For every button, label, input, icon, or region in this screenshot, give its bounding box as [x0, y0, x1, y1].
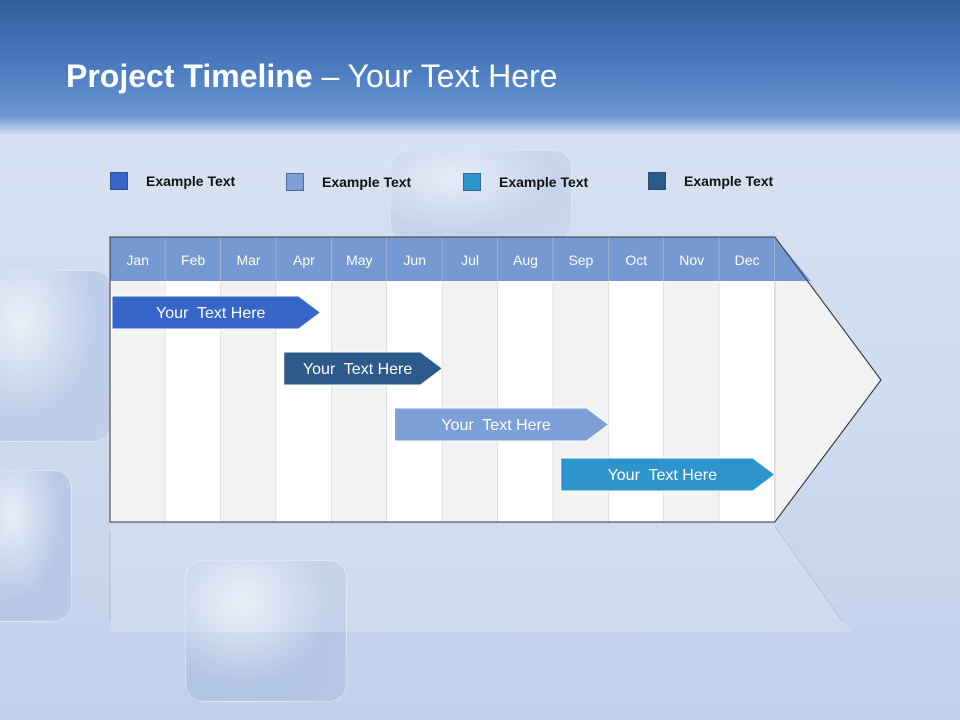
month-header-cell: [110, 237, 166, 281]
legend-swatch: [110, 172, 128, 190]
ice-cube-decoration: [0, 270, 112, 442]
legend-item: Example Text: [463, 172, 588, 192]
month-header-cell: [442, 237, 498, 281]
month-label: Aug: [513, 252, 538, 268]
task-label: Your Text Here: [608, 467, 718, 484]
month-label: Feb: [181, 252, 205, 268]
legend-item: Example Text: [648, 171, 773, 191]
month-label: Apr: [293, 252, 315, 268]
title-bold: Project Timeline: [66, 58, 313, 94]
task-arrow: [283, 351, 444, 386]
page-title: Project Timeline – Your Text Here: [66, 58, 558, 95]
legend-label: Example Text: [499, 174, 589, 190]
month-header-cell: [331, 237, 387, 281]
month-column: [387, 281, 443, 522]
ice-cube-decoration: [0, 470, 72, 622]
month-header-cell: [553, 237, 609, 281]
month-label: Jun: [403, 252, 426, 268]
month-header-cell: [220, 237, 277, 281]
month-label: Nov: [679, 252, 704, 268]
month-label: Oct: [625, 252, 647, 268]
month-label: May: [346, 252, 372, 268]
month-header-cell: [608, 237, 664, 281]
month-label: Jan: [126, 252, 149, 268]
month-column: [442, 281, 498, 522]
task-label: Your Text Here: [156, 305, 266, 322]
timeline-outline: [109, 236, 882, 523]
month-header-cell: [664, 237, 720, 281]
reflection-edge: [774, 525, 844, 623]
legend-item: Example Text: [110, 171, 235, 191]
ice-cube-decoration: [390, 150, 572, 242]
legend-label: Example Text: [322, 174, 412, 190]
month-header-tip: [774, 237, 811, 281]
month-header-cell: [497, 237, 554, 281]
month-label: Sep: [568, 252, 593, 268]
legend-swatch: [286, 173, 304, 191]
task-label: Your Text Here: [441, 417, 551, 434]
legend-swatch: [463, 173, 481, 191]
legend-swatch: [648, 172, 666, 190]
month-column: [497, 281, 554, 522]
month-label: Mar: [236, 252, 260, 268]
month-header-cell: [276, 237, 332, 281]
ice-cube-decoration: [185, 560, 347, 702]
task-arrow: [394, 407, 610, 442]
title-rest: – Your Text Here: [312, 58, 558, 94]
task-arrow: [560, 457, 776, 492]
month-label: Jul: [461, 252, 479, 268]
legend-label: Example Text: [684, 173, 774, 189]
legend-item: Example Text: [286, 172, 411, 192]
month-header-cell: [165, 237, 221, 281]
timeline-reflection: [110, 524, 851, 632]
title-band: [0, 0, 960, 136]
legend-label: Example Text: [146, 173, 236, 189]
month-label: Dec: [735, 252, 760, 268]
month-header-cell: [719, 237, 775, 281]
task-label: Your Text Here: [303, 361, 413, 378]
month-header-cell: [387, 237, 443, 281]
task-arrow: [111, 295, 322, 330]
month-column: [331, 281, 387, 522]
